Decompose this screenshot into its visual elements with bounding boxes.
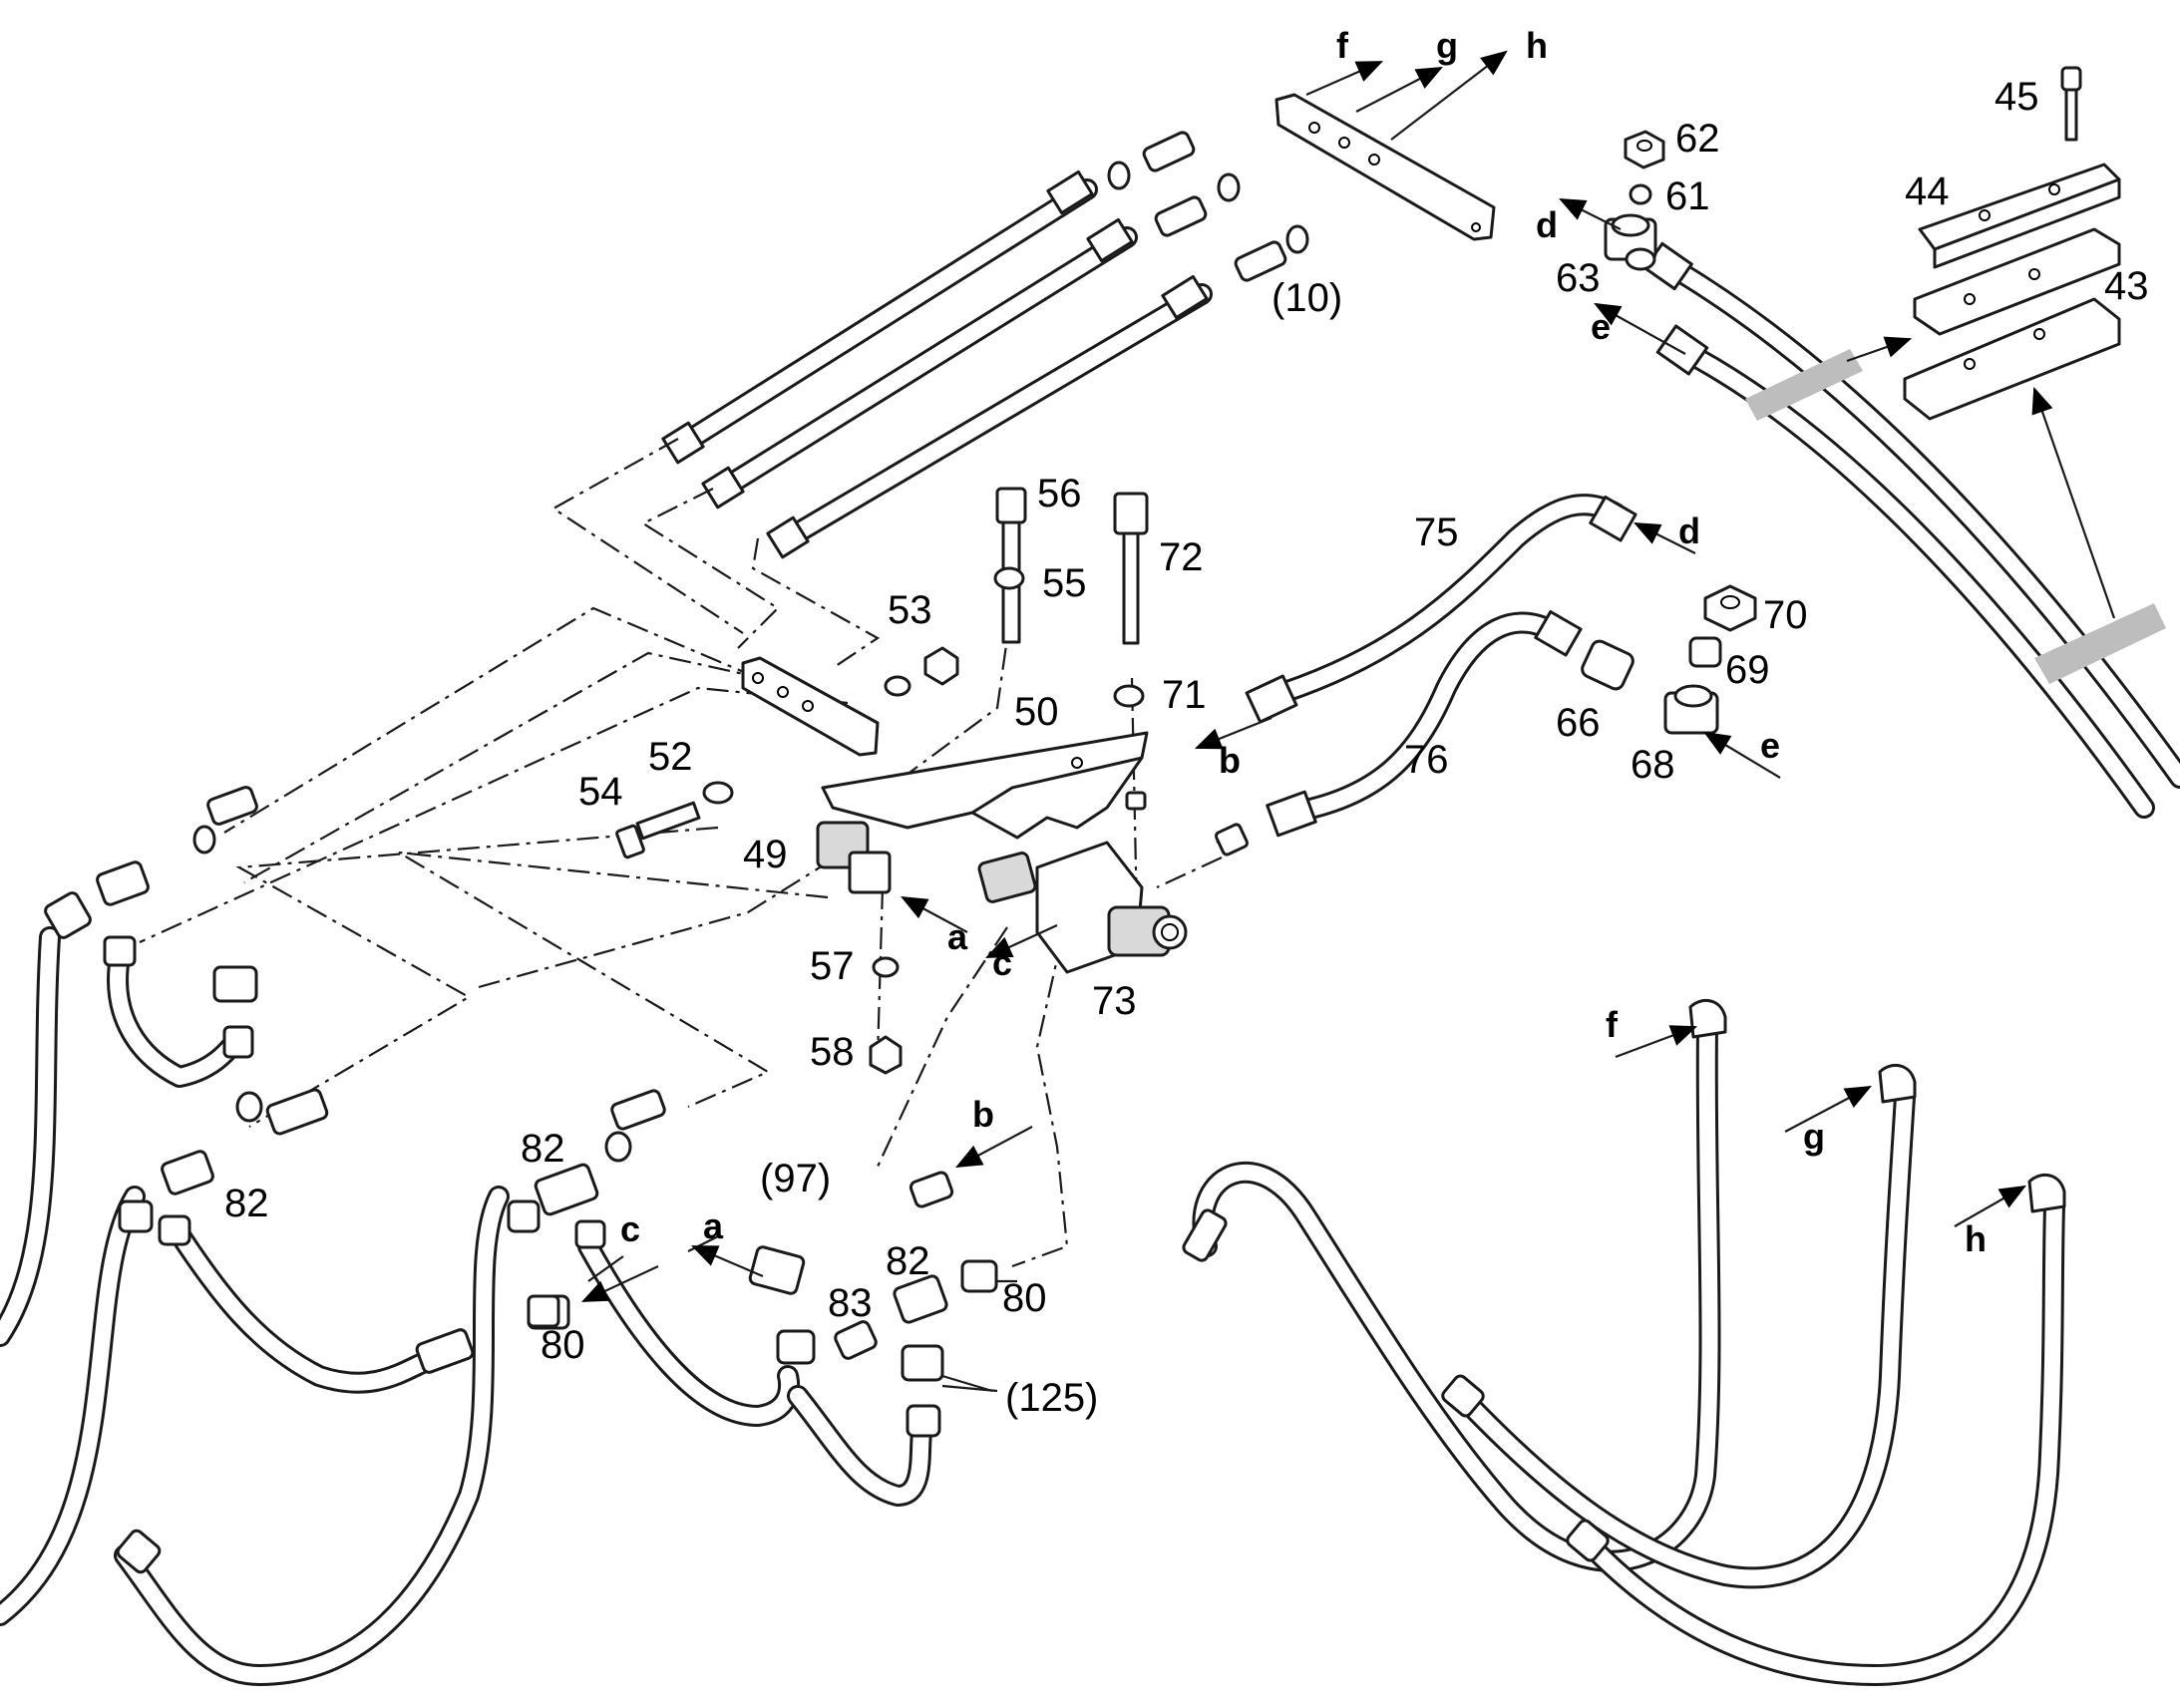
clamp-plate-44 [1918, 163, 2121, 269]
callout-63: 63 [1556, 256, 1601, 300]
ring-61 [1629, 183, 1652, 205]
callout-70: 70 [1763, 593, 1808, 637]
bolts-center [615, 487, 1149, 859]
callout-58: 58 [810, 1030, 855, 1074]
callout-57: 57 [810, 944, 855, 988]
letter-b-mid: b [1219, 740, 1241, 781]
callout-53: 53 [888, 588, 932, 632]
connection-letter-labels: f g h d e d b e a c b c a f g h [620, 25, 1987, 1259]
connection-arrows-top [1305, 50, 1508, 141]
callout-43: 43 [2104, 264, 2149, 308]
callout-82-right: 82 [886, 1239, 930, 1283]
callout-44: 44 [1905, 170, 1950, 213]
callout-83: 83 [828, 1281, 873, 1325]
letter-a-low: a [703, 1205, 724, 1246]
callout-56: 56 [1037, 472, 1082, 515]
callout-73: 73 [1092, 979, 1137, 1023]
hose-bracket-top [1274, 93, 1496, 241]
letter-g-low: g [1803, 1116, 1825, 1157]
callout-labels: 45 44 43 62 61 63 (10) 56 55 72 53 71 50… [224, 75, 2149, 1420]
callout-61: 61 [1665, 174, 1710, 218]
bracket-52 [741, 656, 880, 757]
callout-72: 72 [1159, 535, 1204, 579]
callout-45: 45 [1995, 75, 2039, 119]
letter-a-mid: a [947, 916, 968, 957]
letter-g-top: g [1436, 25, 1458, 66]
letter-d-mid: d [1678, 511, 1700, 551]
callout-97: (97) [760, 1157, 831, 1200]
callout-54: 54 [578, 770, 623, 814]
letter-b-low: b [972, 1094, 994, 1135]
upper-hose-group [661, 131, 1309, 559]
lower-right-hoses [1182, 998, 2066, 1686]
solenoid-49 [816, 821, 892, 894]
letter-f-top: f [1336, 25, 1349, 66]
hose-76 [1266, 610, 1583, 838]
callout-10: (10) [1272, 276, 1342, 320]
fittings-66-68-69-70 [1581, 584, 1757, 735]
clamp-body-43 [1903, 227, 2121, 421]
callout-75: 75 [1414, 511, 1459, 554]
lower-center-fittings [748, 1171, 998, 1438]
elbow-63 [1604, 213, 1657, 271]
letter-c-low: c [620, 1208, 640, 1249]
callout-69: 69 [1725, 648, 1770, 692]
callout-125: (125) [1005, 1376, 1098, 1420]
letter-c-mid: c [992, 942, 1012, 983]
callout-66: 66 [1556, 701, 1601, 745]
bracket-50 [821, 731, 1149, 840]
callout-50: 50 [1014, 690, 1059, 734]
letter-d-top: d [1536, 204, 1558, 245]
callout-55: 55 [1042, 561, 1087, 605]
callout-80-right: 80 [1002, 1276, 1047, 1320]
left-fittings [44, 786, 666, 1574]
right-hose-pair [1643, 241, 2180, 819]
washers-center [702, 566, 1145, 1075]
nut-62 [1624, 130, 1665, 170]
callout-49: 49 [743, 833, 788, 876]
callout-82-left: 82 [224, 1182, 269, 1225]
letter-e-top: e [1591, 306, 1611, 347]
callout-80-left: 80 [541, 1323, 585, 1367]
callout-82-center: 82 [521, 1127, 565, 1171]
callout-62: 62 [1675, 117, 1720, 161]
callout-52: 52 [648, 735, 693, 779]
callout-76: 76 [1404, 738, 1449, 782]
callout-68: 68 [1631, 743, 1675, 787]
letter-h-top: h [1526, 25, 1548, 66]
letter-e-mid: e [1760, 725, 1780, 766]
bolt-45 [2060, 66, 2082, 142]
letter-h-low: h [1965, 1218, 1987, 1259]
left-hose-assembly [0, 926, 933, 1686]
callout-71: 71 [1162, 673, 1207, 717]
hose-75 [1245, 494, 1637, 724]
letter-f-low: f [1606, 1004, 1619, 1045]
valve-block-73 [977, 841, 1188, 974]
